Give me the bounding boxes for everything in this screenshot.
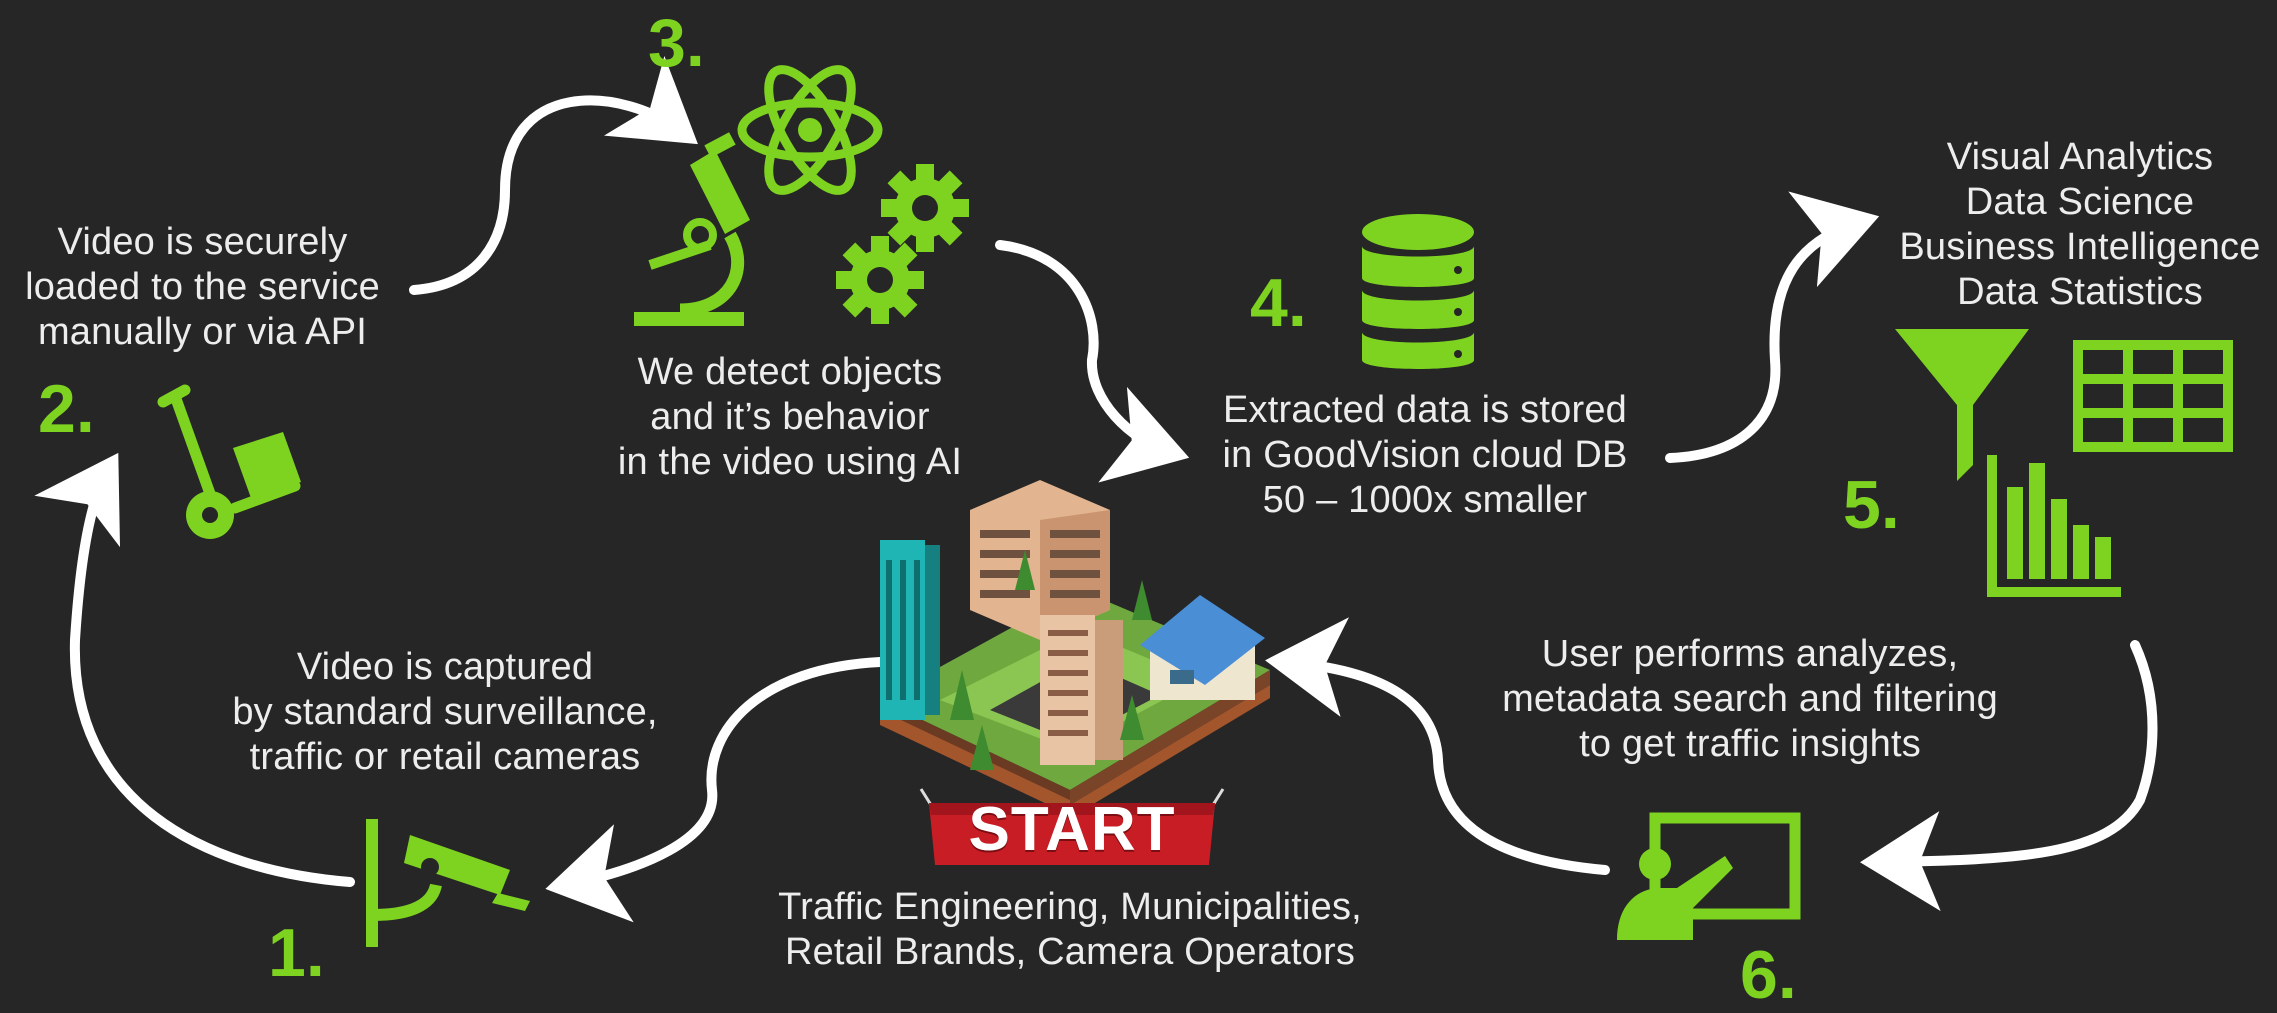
presentation-user-icon — [1617, 812, 1801, 940]
step-2-number: 2. — [38, 371, 95, 447]
arrow-4-to-5 — [1665, 191, 1880, 463]
arrow-1-to-2 — [34, 452, 355, 887]
step-4-number: 4. — [1250, 265, 1307, 341]
step-6-text: User performs analyzes, metadata search … — [1502, 633, 1998, 765]
security-camera-icon — [366, 819, 530, 947]
arrow-2-to-3 — [409, 55, 698, 295]
city-illustration — [880, 480, 1270, 818]
analytics-icons — [1895, 329, 2233, 597]
table-icon — [2073, 340, 2233, 452]
step-2-text: Video is securely loaded to the service … — [25, 221, 380, 353]
step-4-text: Extracted data is stored in GoodVision c… — [1222, 389, 1628, 521]
step-1-text: Video is captured by standard surveillan… — [232, 646, 658, 778]
database-icon — [1362, 214, 1474, 369]
step-1-number: 1. — [268, 915, 325, 991]
microscope-icon — [634, 132, 750, 326]
science-ai-icon — [634, 65, 969, 326]
hand-truck-icon — [157, 384, 301, 539]
step-3-text: We detect objects and it’s behavior in t… — [617, 351, 963, 483]
atom-icon — [737, 65, 883, 195]
arrow-6-to-start — [1265, 617, 1610, 875]
step-3-number: 3. — [648, 5, 705, 81]
bar-chart-icon — [1987, 455, 2121, 597]
start-caption: Traffic Engineering, Municipalities, Ret… — [778, 886, 1362, 973]
arrow-3-to-4 — [995, 240, 1190, 483]
start-banner — [919, 788, 1225, 865]
step-5-text: Visual Analytics Data Science Business I… — [1899, 136, 2261, 313]
step-6-number: 6. — [1740, 937, 1797, 1013]
start-banner-label: START — [968, 795, 1176, 864]
arrow-start-to-1 — [545, 657, 885, 923]
step-5-number: 5. — [1843, 467, 1900, 543]
gears-icon — [836, 164, 969, 324]
funnel-icon — [1895, 329, 2029, 481]
arrow-5-to-6 — [1860, 640, 2158, 912]
